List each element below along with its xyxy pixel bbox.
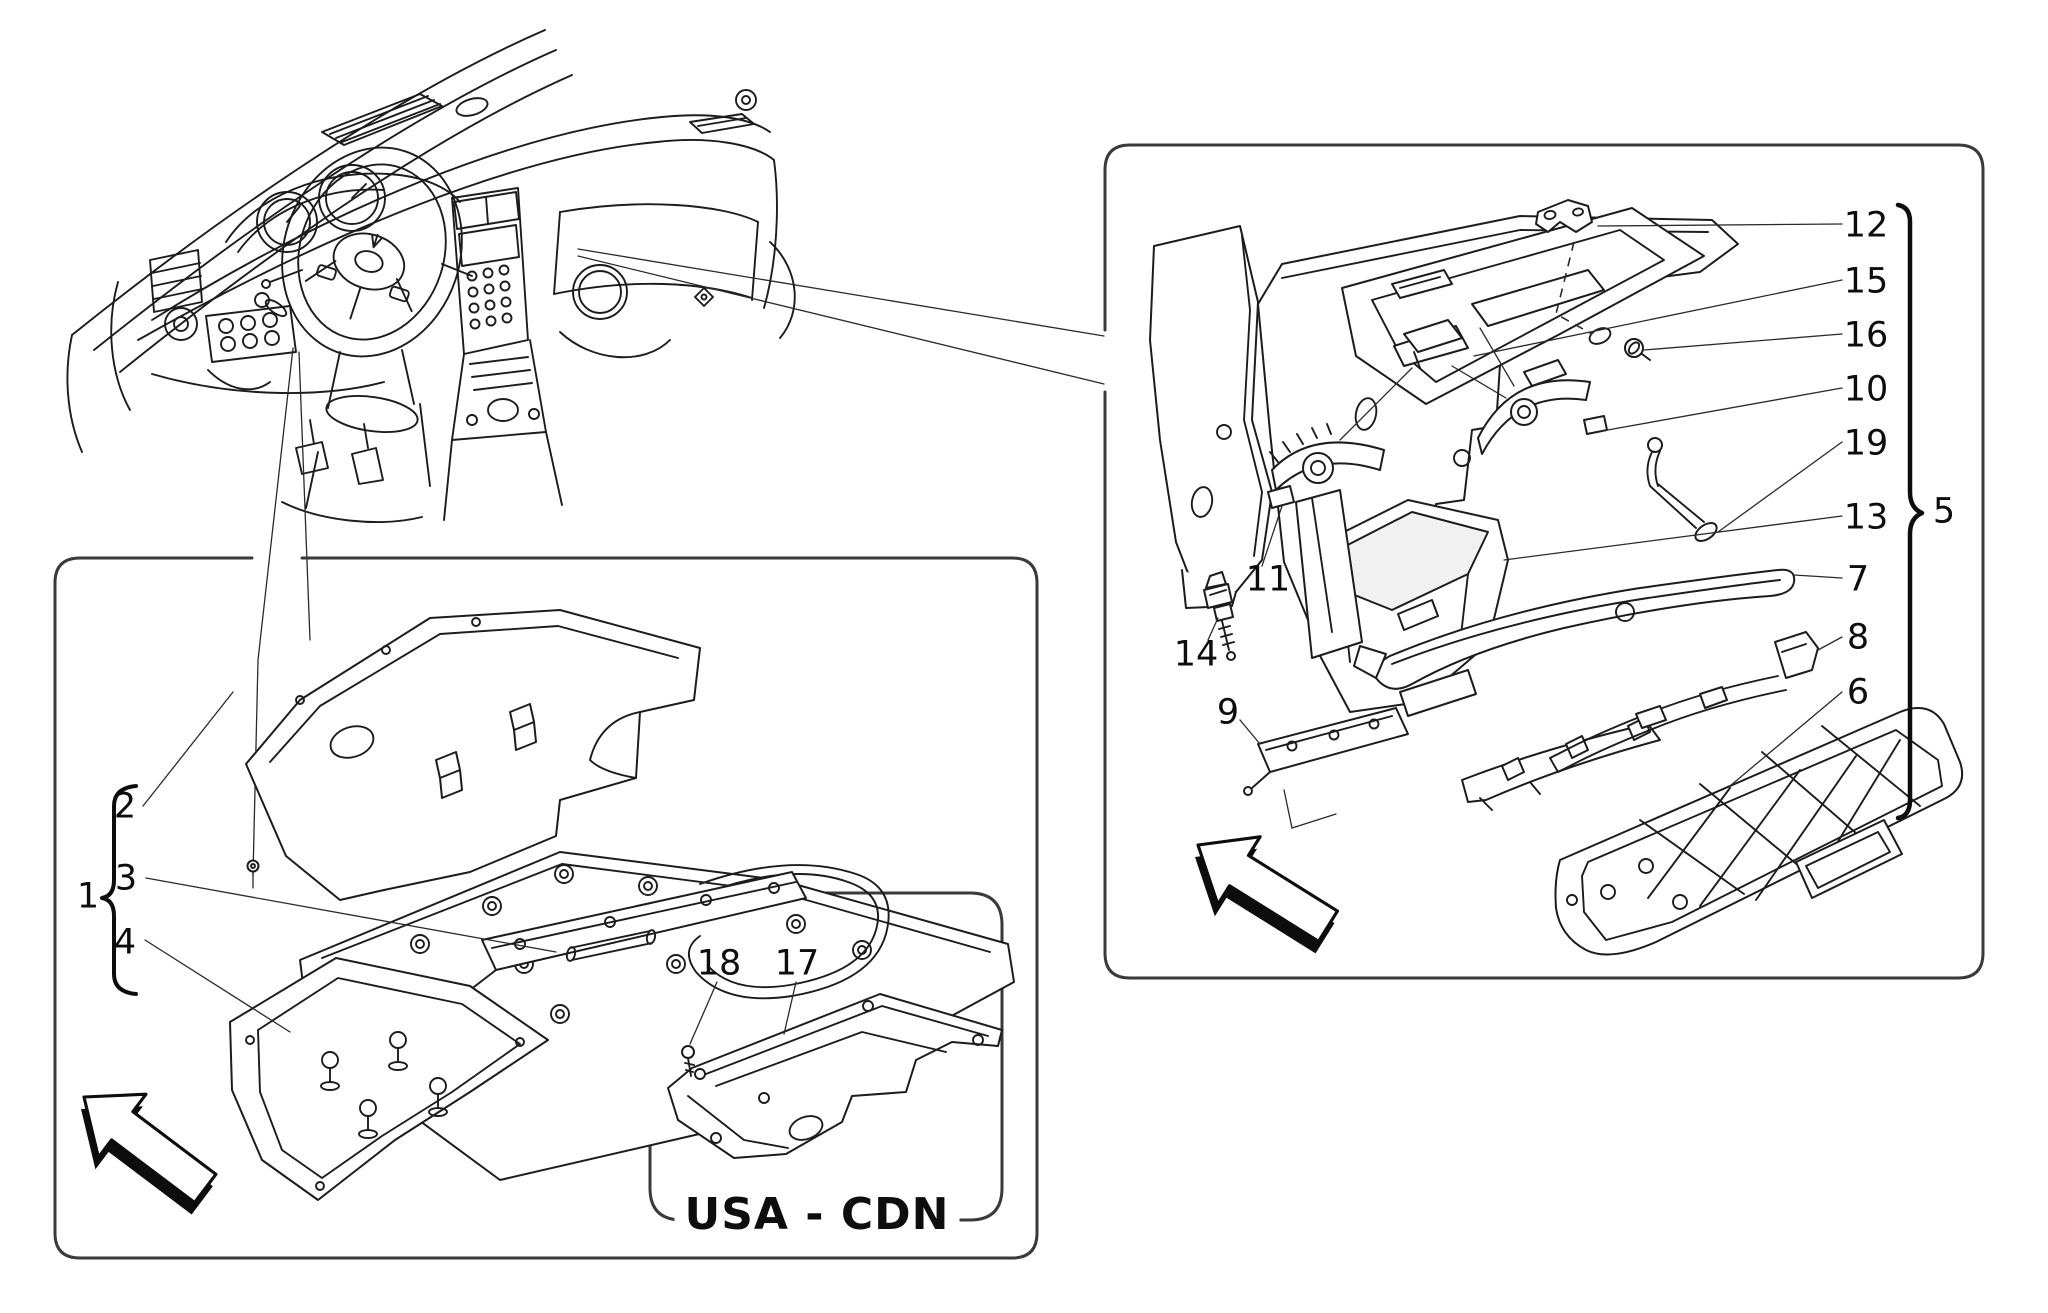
callout-9: 9 bbox=[1216, 692, 1240, 733]
underdash-panels-exploded bbox=[100, 609, 1015, 1201]
glovebox-exploded bbox=[1149, 199, 1964, 956]
right-box-border bbox=[1103, 143, 1985, 980]
right-arrow-icon bbox=[1195, 835, 1340, 954]
usa-cdn-plate bbox=[667, 981, 1003, 1159]
callout-3: 3 bbox=[114, 858, 138, 899]
projection-lines bbox=[246, 248, 1105, 889]
callout-5: 5 bbox=[1932, 491, 1956, 532]
callout-19: 19 bbox=[1843, 423, 1889, 464]
group-brace-5 bbox=[1895, 202, 1925, 821]
left-arrow-icon bbox=[81, 1092, 218, 1215]
callout-7: 7 bbox=[1846, 559, 1870, 600]
callout-10: 10 bbox=[1843, 369, 1889, 410]
callout-17: 17 bbox=[774, 943, 820, 984]
callout-1: 1 bbox=[76, 876, 100, 917]
left-box-border bbox=[53, 556, 1039, 1260]
callout-11: 11 bbox=[1245, 559, 1291, 600]
usa-cdn-region-label: USA - CDN bbox=[674, 1193, 960, 1237]
callout-13: 13 bbox=[1843, 497, 1889, 538]
callout-8: 8 bbox=[1846, 617, 1870, 658]
callout-12: 12 bbox=[1843, 205, 1889, 246]
callout-18: 18 bbox=[696, 943, 742, 984]
callout-16: 16 bbox=[1843, 315, 1889, 356]
callout-14: 14 bbox=[1173, 634, 1219, 675]
callout-4: 4 bbox=[113, 922, 137, 963]
callout-15: 15 bbox=[1843, 261, 1889, 302]
callout-2: 2 bbox=[113, 786, 137, 827]
dashboard-illustration bbox=[66, 29, 796, 523]
callout-6: 6 bbox=[1846, 672, 1870, 713]
group-bracket-1 bbox=[100, 784, 138, 996]
